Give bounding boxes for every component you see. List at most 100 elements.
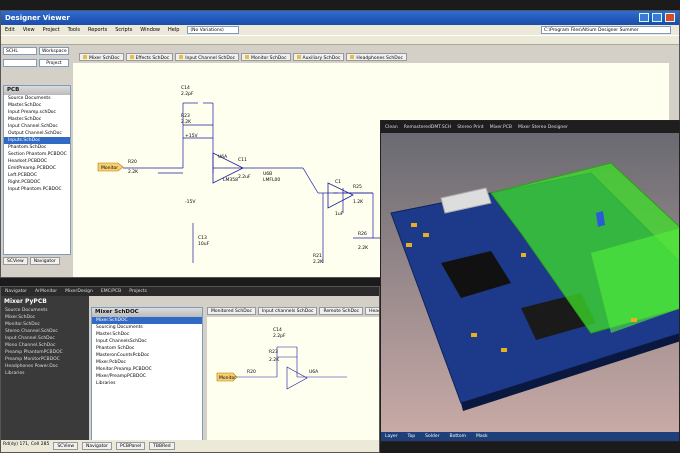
tree-item[interactable]: Master.SchDoc bbox=[8, 117, 42, 122]
tree-item[interactable]: Section Phantom.PCBDOC bbox=[8, 152, 67, 157]
tab[interactable]: Mixer Stereo Designer bbox=[517, 124, 568, 130]
menu-edit[interactable]: Edit bbox=[5, 27, 15, 33]
overlay-box bbox=[591, 228, 679, 333]
toolbar bbox=[1, 35, 679, 45]
tree-item[interactable]: Input ChannelsSchDoc bbox=[96, 339, 147, 344]
tree-item-selected[interactable]: Mixer.SchDOC bbox=[92, 317, 202, 324]
tree-item[interactable]: Libraries bbox=[96, 381, 116, 386]
tree-item[interactable]: Preamp MonitorPCBDOC bbox=[5, 357, 60, 362]
c1-value: 1uF bbox=[335, 211, 344, 217]
tree-item[interactable]: Phantom SchDoc bbox=[96, 346, 135, 351]
mid-tree-panel: Mixer SchDOC Mixer.SchDOC Sourcing Docum… bbox=[91, 307, 203, 441]
tree-item[interactable]: EmitPreamp.PCBDOC bbox=[8, 166, 56, 171]
tab-mixer[interactable]: Mixer SchDoc bbox=[79, 53, 124, 61]
tab-effects[interactable]: Effects SchDoc bbox=[125, 53, 174, 61]
toolbar-item[interactable]: Navigator bbox=[5, 289, 28, 294]
menu-view[interactable]: View bbox=[22, 27, 35, 33]
schdoc-icon bbox=[179, 55, 184, 59]
r21-value: 2.2K bbox=[313, 259, 324, 265]
menu-tools[interactable]: Tools bbox=[67, 27, 80, 33]
pcb-3d-window: Clean RemasteredDMT.SCH Stereo Print Mix… bbox=[380, 120, 680, 442]
minimize-icon[interactable] bbox=[639, 13, 649, 22]
tab-doc[interactable]: Remote SchDoc bbox=[319, 307, 364, 315]
tab-doc[interactable]: Headphone SchDoc bbox=[365, 307, 379, 315]
workspace-button[interactable]: Workspace bbox=[39, 47, 69, 55]
tab[interactable]: Mixer.PCB bbox=[489, 124, 512, 130]
project-button[interactable]: Project bbox=[39, 59, 69, 67]
tree-item[interactable]: Input Preamp.schDoc bbox=[8, 110, 57, 115]
toolbar-item[interactable]: ArMonitor bbox=[35, 289, 58, 294]
tree-item[interactable]: Mixer.SchDoc bbox=[5, 315, 36, 320]
bottom-tab[interactable]: Navigator bbox=[82, 442, 113, 450]
c14-label: C14 bbox=[273, 327, 282, 333]
window-b-bottom: Rd(dy) 171, Cell 285 SCView Navigator PC… bbox=[1, 440, 379, 452]
close-icon[interactable] bbox=[665, 13, 675, 22]
panel-combo[interactable]: SCHL bbox=[3, 47, 37, 55]
mid-panel-header: Mixer SchDOC bbox=[92, 308, 202, 317]
title-bar: Designer Viewer bbox=[1, 11, 679, 25]
maximize-icon[interactable] bbox=[652, 13, 662, 22]
menu-project[interactable]: Project bbox=[42, 27, 60, 33]
schematic-drawing-b: Monitor C14 2.2pF R23 2.2K U6A R20 bbox=[216, 327, 347, 390]
path-combo[interactable]: C:\Program Files\Altium Designer Summer bbox=[541, 26, 671, 34]
menu-window[interactable]: Window bbox=[140, 27, 161, 33]
tree-item[interactable]: Source Documents bbox=[5, 308, 48, 313]
menu-reports[interactable]: Reports bbox=[88, 27, 108, 33]
schematic-sheet-b[interactable]: Monitor C14 2.2pF R23 2.2K U6A R20 bbox=[207, 317, 379, 441]
schdoc-icon bbox=[296, 55, 301, 59]
tab-doc[interactable]: Input channels SchDoc bbox=[257, 307, 318, 315]
tree-item[interactable]: Headphones Power.Doc bbox=[5, 364, 58, 369]
c11-value: 2.2uF bbox=[238, 174, 251, 180]
window-b-doc-tabs: Monitored SchDoc Input channels SchDoc R… bbox=[207, 307, 379, 315]
tree-item[interactable]: MasteronCountsPcbDoc bbox=[96, 353, 150, 358]
projects-panel: SCHL Workspace Project PCB Source Docume… bbox=[3, 47, 71, 267]
tab-doc[interactable]: Monitored SchDoc bbox=[207, 307, 256, 315]
tree-item[interactable]: Master.SchDoc bbox=[8, 103, 42, 108]
menu-help[interactable]: Help bbox=[168, 27, 180, 33]
bottom-tab[interactable]: PCBPanel bbox=[116, 442, 146, 450]
tree-item[interactable]: Monitor.Preamp.PCBDOC bbox=[96, 367, 152, 372]
tree-item-selected[interactable]: Inputs.SchDoc bbox=[4, 137, 70, 144]
bottom-tab[interactable]: SCView bbox=[53, 442, 79, 450]
tree-item[interactable]: Sourcing Documents bbox=[96, 325, 143, 330]
tree-item[interactable]: Libraries bbox=[5, 371, 25, 376]
bottom-tab-navigator[interactable]: Navigator bbox=[29, 257, 60, 265]
tree-item[interactable]: Source Documents bbox=[8, 96, 51, 101]
tree-item[interactable]: Left.PCBDOC bbox=[8, 173, 37, 178]
toolbar-item[interactable]: EMC/PCB bbox=[100, 289, 122, 294]
tab[interactable]: Clean bbox=[385, 124, 398, 130]
r20-label: R20 bbox=[247, 369, 256, 375]
tree-item[interactable]: Input Channel.SchDoc bbox=[5, 336, 55, 341]
tab[interactable]: Stereo Print bbox=[457, 124, 484, 130]
tree-item[interactable]: Master.SchDoc bbox=[96, 332, 130, 337]
bottom-tab-scview[interactable]: SCView bbox=[3, 257, 28, 265]
menu-bar: Edit View Project Tools Reports Scripts … bbox=[1, 25, 679, 35]
tree-item[interactable]: Input Channel.SchDoc bbox=[8, 124, 58, 129]
tab[interactable]: RemasteredDMT.SCH bbox=[403, 124, 452, 130]
tree-item[interactable]: Right.PCBDOC bbox=[8, 180, 41, 185]
tree-item[interactable]: Output Channel.SchDoc bbox=[8, 131, 62, 136]
tab-monitor[interactable]: Monitor SchDoc bbox=[241, 53, 291, 61]
toolbar-item[interactable]: MixerDesign bbox=[65, 289, 93, 294]
tree-item[interactable]: Mono Channel.SchDoc bbox=[5, 343, 56, 348]
tree-item[interactable]: Input Phantom.PCBDOC bbox=[8, 187, 62, 192]
tab-headphones[interactable]: Headphones SchDoc bbox=[346, 53, 407, 61]
c14-value: 2.2pF bbox=[181, 91, 194, 97]
tree-item[interactable]: Phantom.SchDoc bbox=[8, 145, 47, 150]
tree-item[interactable]: Headset.PCBDOC bbox=[8, 159, 48, 164]
r20-label: R20 bbox=[128, 159, 137, 165]
toolbar-item[interactable]: Projects bbox=[129, 289, 147, 294]
tab-auxiliary[interactable]: Auxiliary SchDoc bbox=[292, 53, 345, 61]
tab-input-channel[interactable]: Input Channel SchDoc bbox=[175, 53, 240, 61]
variations-combo[interactable]: (No Variations) bbox=[187, 26, 240, 34]
tree-item[interactable]: Mixer.PcbDoc bbox=[96, 360, 127, 365]
tree-item[interactable]: Preamp PhantomPCBDOC bbox=[5, 350, 63, 355]
bga-chip bbox=[441, 251, 511, 298]
tree-item[interactable]: Monitor.SchDoc bbox=[5, 322, 40, 327]
tree-item[interactable]: Mixer/PreampPCBDOC bbox=[96, 374, 147, 379]
panel-input[interactable] bbox=[3, 59, 37, 67]
menu-scripts[interactable]: Scripts bbox=[115, 27, 133, 33]
pcb-3d-view[interactable] bbox=[381, 133, 680, 433]
tree-item[interactable]: Stereo Channel.SchDoc bbox=[5, 329, 58, 334]
bottom-tab[interactable]: TBBRed bbox=[149, 442, 175, 450]
